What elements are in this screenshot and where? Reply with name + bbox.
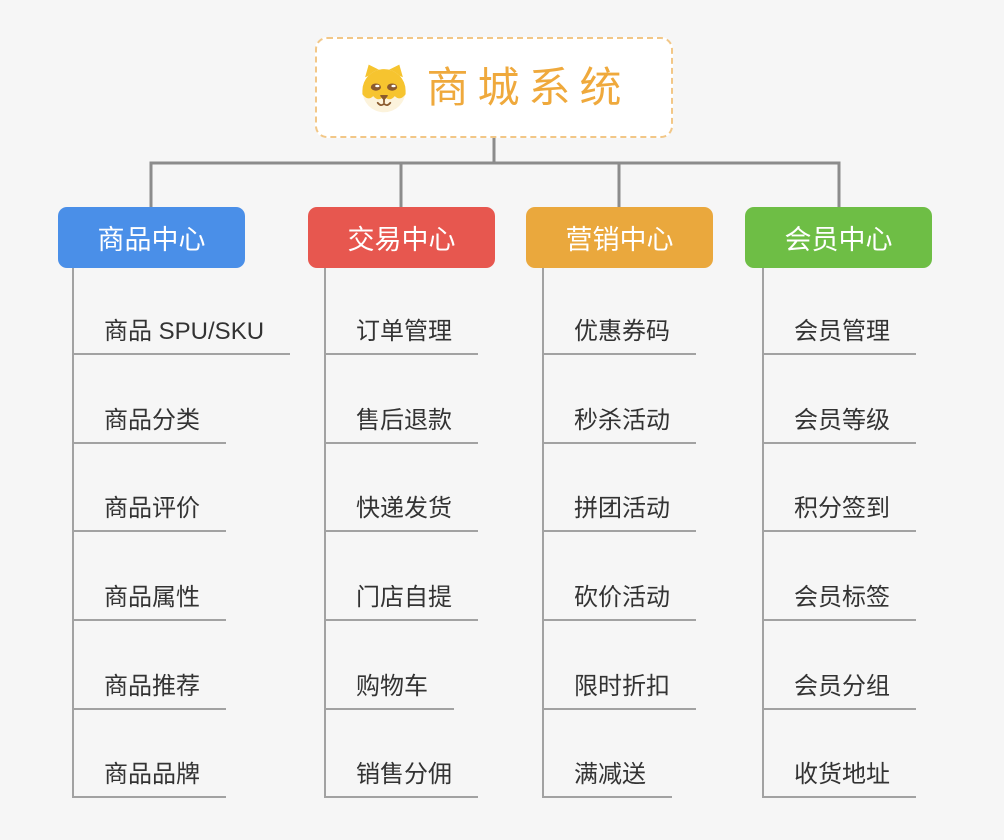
leaf-topic[interactable]: 秒杀活动 [544,407,696,444]
leaf-topic[interactable]: 积分签到 [764,495,916,532]
tree-connector-lines [149,138,841,207]
branch-node-member-center[interactable]: 会员中心 [745,207,932,268]
branch-children-trade-center: 订单管理 售后退款 快递发货 门店自提 购物车 销售分佣 [324,268,478,798]
branch-children-marketing-center: 优惠券码 秒杀活动 拼团活动 砍价活动 限时折扣 满减送 [542,268,696,798]
branch-node-product-center[interactable]: 商品中心 [58,207,245,268]
leaf-topic[interactable]: 收货地址 [764,761,916,798]
leaf-topic[interactable]: 快递发货 [326,495,478,532]
leaf-topic[interactable]: 门店自提 [326,584,478,621]
branch-label: 会员中心 [784,225,893,255]
leaf-topic[interactable]: 商品分类 [74,407,226,444]
root-topic-node[interactable]: 商城系统 [315,37,673,138]
branch-label: 交易中心 [347,225,456,255]
branch-label: 营销中心 [565,225,674,255]
branch-children-product-center: 商品 SPU/SKU 商品分类 商品评价 商品属性 商品推荐 商品品牌 [72,268,291,798]
leaf-topic[interactable]: 限时折扣 [544,673,696,710]
leaf-topic[interactable]: 商品 SPU/SKU [74,318,291,355]
leaf-topic[interactable]: 拼团活动 [544,495,696,532]
root-topic-title: 商城系统 [426,63,631,111]
branch-label: 商品中心 [97,225,206,255]
leaf-topic[interactable]: 砍价活动 [544,584,696,621]
leaf-topic[interactable]: 会员等级 [764,407,916,444]
leaf-topic[interactable]: 商品推荐 [74,673,226,710]
leaf-topic[interactable]: 商品属性 [74,584,226,621]
leaf-topic[interactable]: 购物车 [326,673,454,710]
branch-node-trade-center[interactable]: 交易中心 [308,207,495,268]
leaf-topic[interactable]: 销售分佣 [326,761,478,798]
leaf-topic[interactable]: 售后退款 [326,407,478,444]
leaf-topic[interactable]: 会员分组 [764,673,916,710]
branch-children-member-center: 会员管理 会员等级 积分签到 会员标签 会员分组 收货地址 [762,268,916,798]
leaf-topic[interactable]: 商品评价 [74,495,226,532]
leaf-topic[interactable]: 优惠券码 [544,318,696,355]
leaf-topic[interactable]: 商品品牌 [74,761,226,798]
leaf-topic[interactable]: 会员管理 [764,318,916,355]
leaf-topic[interactable]: 会员标签 [764,584,916,621]
leaf-topic[interactable]: 订单管理 [326,318,478,355]
leaf-topic[interactable]: 满减送 [544,761,672,798]
dog-face-icon [362,64,407,112]
branch-node-marketing-center[interactable]: 营销中心 [526,207,713,268]
